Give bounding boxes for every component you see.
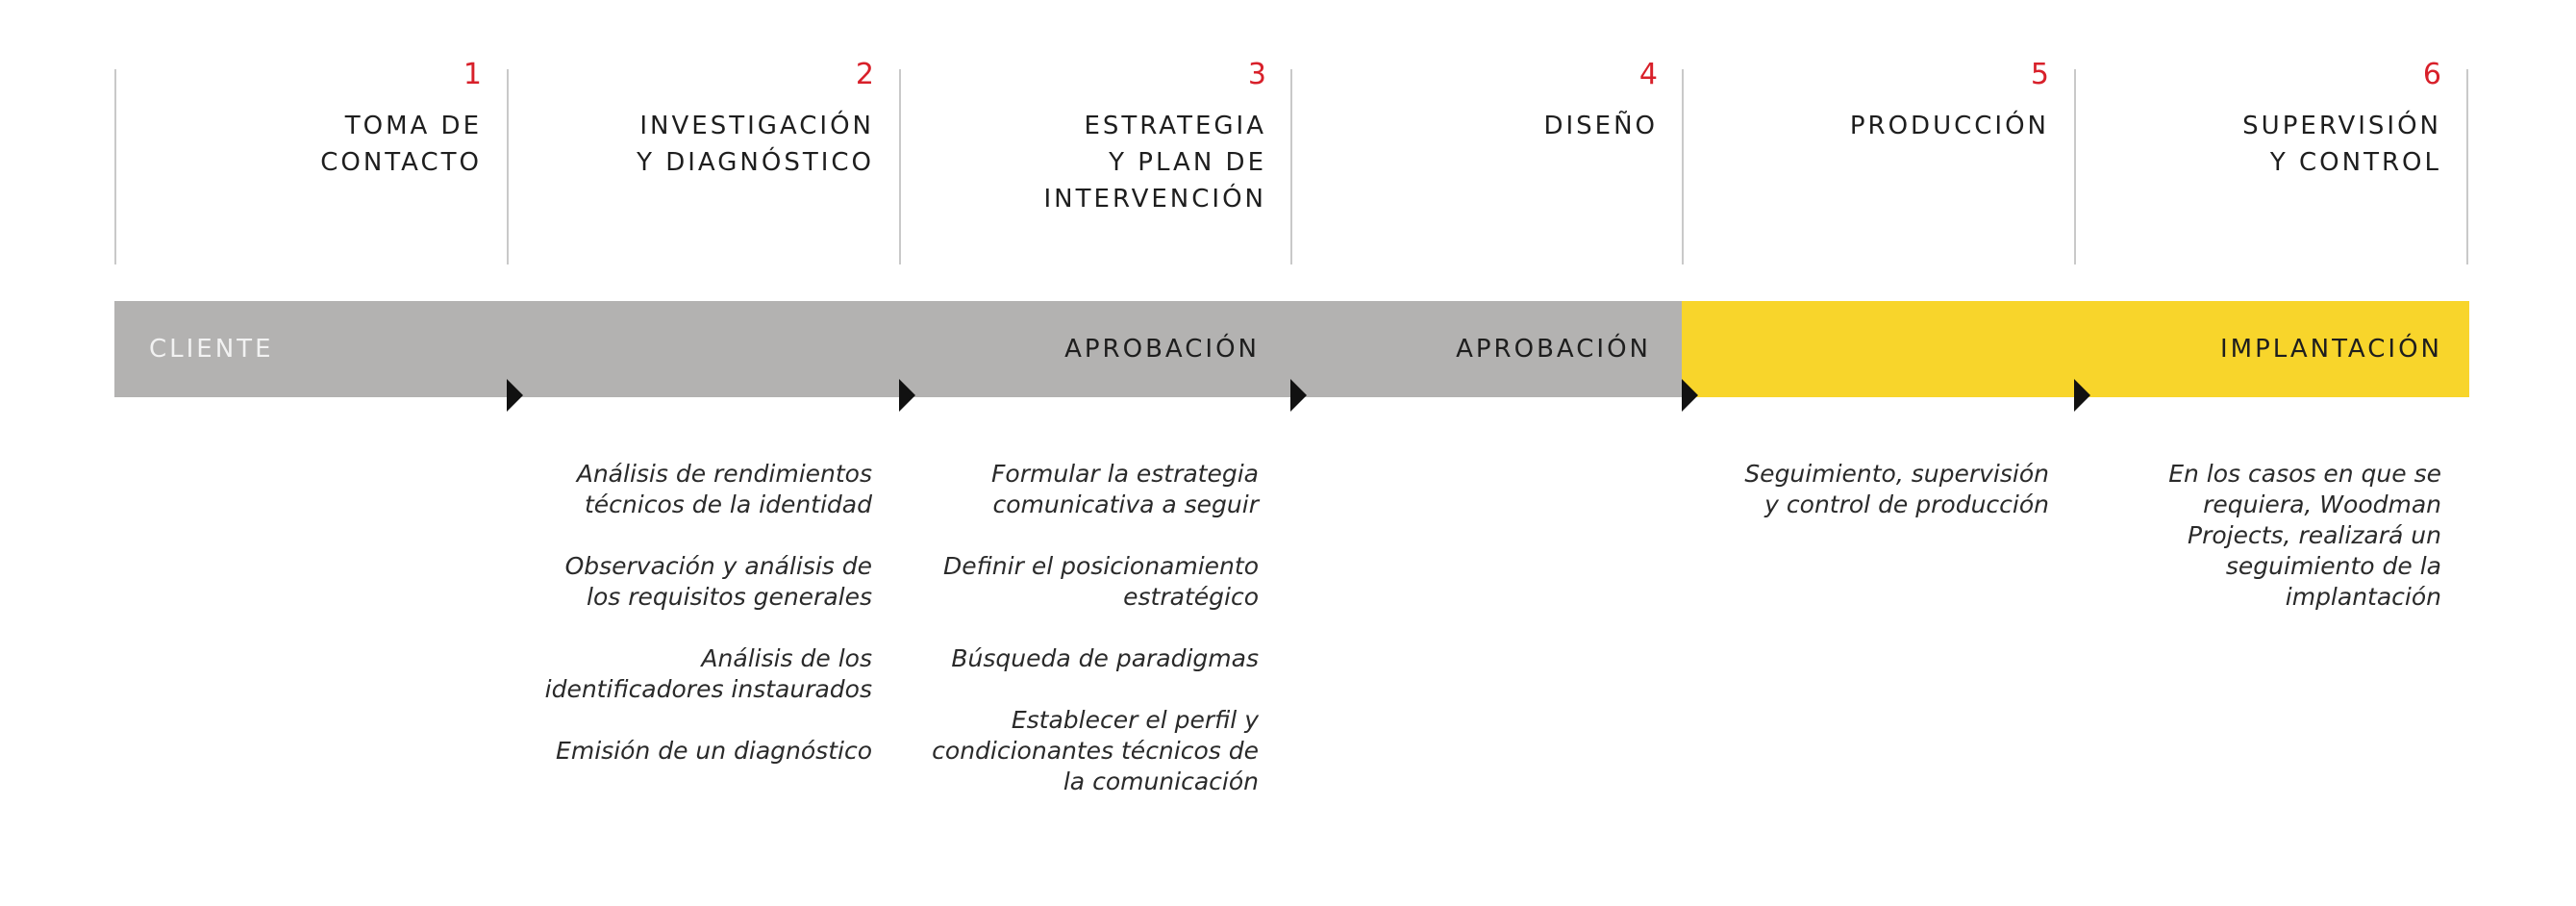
arrow-marker-icon xyxy=(1290,379,1307,412)
task-item: En los casos en que se requiera, Woodman… xyxy=(2168,460,2441,611)
task-list-step-3: Formular la estrategia comunicativa a se… xyxy=(874,459,1259,828)
band-label-implementation: IMPLANTACIÓN xyxy=(2219,335,2442,364)
step-number: 4 xyxy=(1638,58,1658,91)
step-number: 5 xyxy=(2030,58,2049,91)
task-item: Definir el posicionamiento estratégico xyxy=(943,552,1259,611)
step-column-6: 6 SUPERVISIÓN Y CONTROL xyxy=(2074,0,2466,906)
column-divider xyxy=(1682,69,1684,264)
step-number: 1 xyxy=(463,58,482,91)
band-label-approval: APROBACIÓN xyxy=(1064,335,1260,364)
task-item: Establecer el perfil y condicionantes té… xyxy=(932,706,1259,795)
step-title: DISEÑO xyxy=(1543,112,1658,140)
column-divider xyxy=(2466,69,2468,264)
step-column-5: 5 PRODUCCIÓN xyxy=(1682,0,2074,906)
column-divider xyxy=(114,69,116,264)
task-item: Seguimiento, supervisión y control de pr… xyxy=(1744,460,2049,518)
step-title: TOMA DE CONTACTO xyxy=(320,112,482,177)
step-title: INVESTIGACIÓN Y DIAGNÓSTICO xyxy=(637,112,874,177)
column-divider xyxy=(899,69,901,264)
column-divider xyxy=(2074,69,2076,264)
step-column-4: 4 DISEÑO xyxy=(1290,0,1683,906)
task-item: Observación y análisis de los requisitos… xyxy=(564,552,872,611)
step-column-1: 1 TOMA DE CONTACTO xyxy=(114,0,507,906)
task-item: Análisis de rendimientos técnicos de la … xyxy=(576,460,872,518)
step-number: 3 xyxy=(1247,58,1266,91)
arrow-marker-icon xyxy=(1682,379,1698,412)
step-title: ESTRATEGIA Y PLAN DE INTERVENCIÓN xyxy=(1043,112,1266,214)
arrow-marker-icon xyxy=(2074,379,2090,412)
step-number: 2 xyxy=(855,58,874,91)
step-title: SUPERVISIÓN Y CONTROL xyxy=(2242,112,2441,177)
arrow-marker-icon xyxy=(507,379,523,412)
column-divider xyxy=(1290,69,1292,264)
column-divider xyxy=(507,69,509,264)
task-list-step-6: En los casos en que se requiera, Woodman… xyxy=(2057,459,2441,643)
step-column-2: 2 INVESTIGACIÓN Y DIAGNÓSTICO xyxy=(507,0,899,906)
band-label-client: CLIENTE xyxy=(149,335,274,364)
task-item: Formular la estrategia comunicativa a se… xyxy=(991,460,1259,518)
task-item: Búsqueda de paradigmas xyxy=(951,644,1259,672)
process-band-gray xyxy=(114,301,1682,397)
task-item: Emisión de un diagnóstico xyxy=(556,737,872,765)
task-list-step-5: Seguimiento, supervisión y control de pr… xyxy=(1664,459,2049,551)
step-column-3: 3 ESTRATEGIA Y PLAN DE INTERVENCIÓN xyxy=(899,0,1291,906)
step-title: PRODUCCIÓN xyxy=(1849,112,2049,140)
band-label-approval: APROBACIÓN xyxy=(1456,335,1651,364)
task-item: Análisis de los identificadores instaura… xyxy=(544,644,872,703)
task-list-step-2: Análisis de rendimientos técnicos de la … xyxy=(488,459,872,797)
arrow-marker-icon xyxy=(899,379,915,412)
step-number: 6 xyxy=(2422,58,2441,91)
